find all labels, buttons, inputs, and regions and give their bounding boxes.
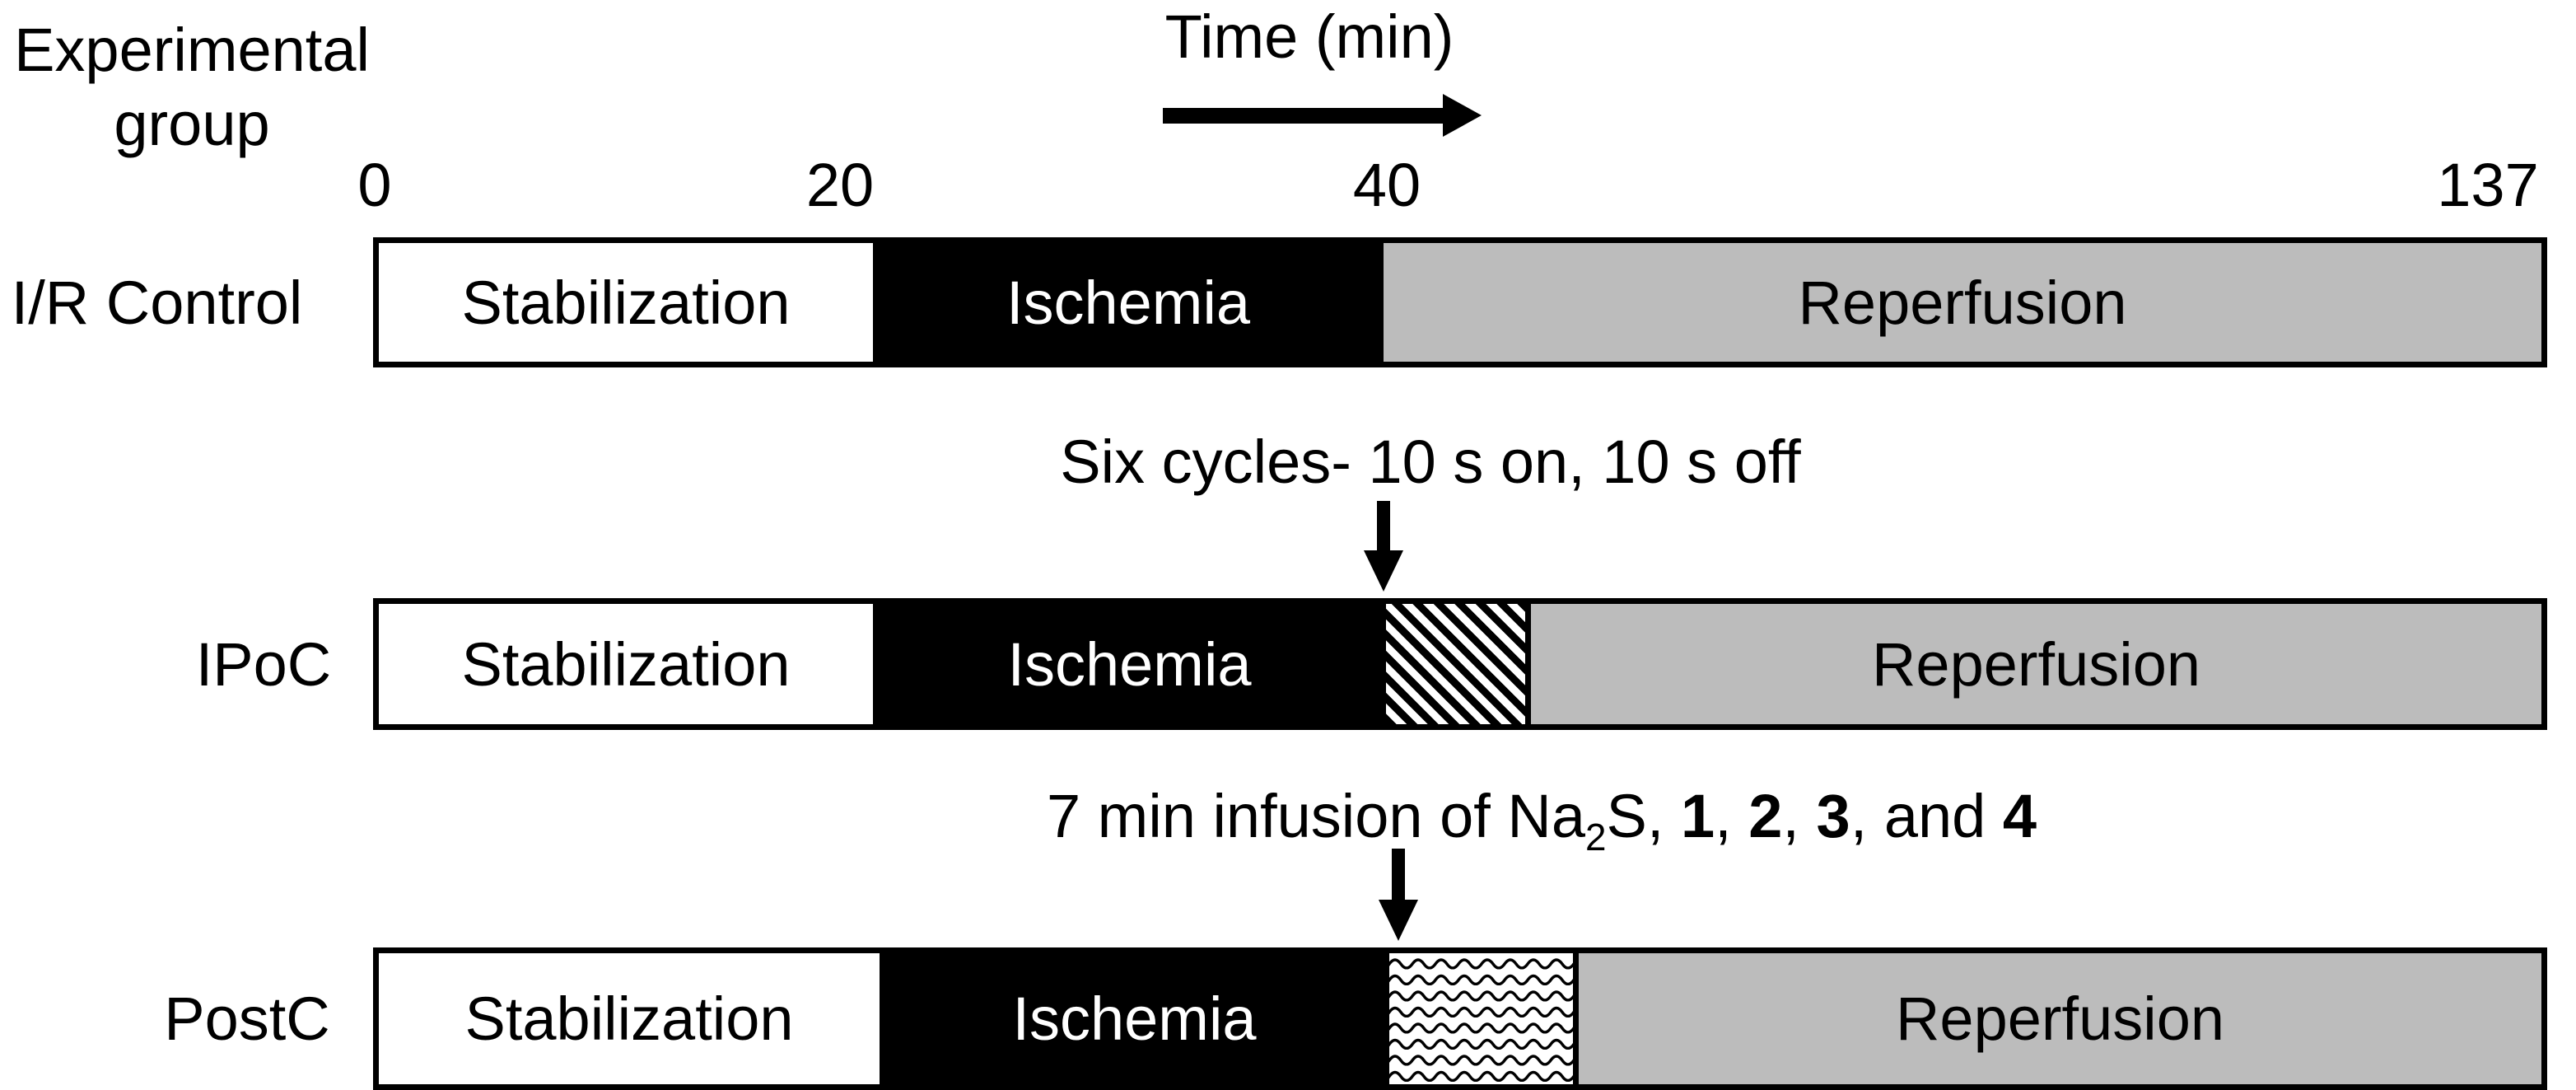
time-axis-title: Time (min) bbox=[1164, 2, 1454, 71]
subscript-2: 2 bbox=[1584, 815, 1607, 858]
segment-reperfusion: Reperfusion bbox=[1525, 604, 2541, 724]
segment-label: Reperfusion bbox=[1895, 985, 2224, 1053]
segment-label: Ischemia bbox=[1006, 268, 1251, 337]
ipoc-annotation-arrow bbox=[1377, 501, 1390, 550]
down-arrowhead-icon bbox=[1364, 550, 1403, 592]
segment-ischemia: Ischemia bbox=[873, 604, 1386, 724]
ipoc-annotation: Six cycles- 10 s on, 10 s off bbox=[1060, 428, 1801, 496]
annotation-text: , bbox=[1782, 782, 1817, 850]
annotation-text: S, bbox=[1606, 782, 1681, 850]
segment-postc-infusion-wavy bbox=[1389, 953, 1573, 1084]
segment-ischemia: Ischemia bbox=[880, 953, 1389, 1084]
segment-stabilization: Stabilization bbox=[379, 243, 873, 362]
segment-label: Stabilization bbox=[464, 985, 794, 1053]
postc-annotation-arrow bbox=[1392, 849, 1405, 900]
compound-4: 4 bbox=[2002, 782, 2037, 850]
segment-ipoc-cycles-hatched bbox=[1386, 604, 1525, 724]
time-tick-0: 0 bbox=[357, 151, 392, 219]
time-axis-arrow bbox=[1163, 108, 1447, 124]
experimental-group-column-header: Experimental group bbox=[7, 13, 377, 161]
annotation-text: , bbox=[1715, 782, 1749, 850]
annotation-text: 7 min infusion of Na bbox=[1046, 782, 1585, 850]
right-arrowhead-icon bbox=[1443, 94, 1482, 137]
segment-stabilization: Stabilization bbox=[379, 953, 880, 1084]
compound-2: 2 bbox=[1748, 782, 1783, 850]
compound-1: 1 bbox=[1680, 782, 1715, 850]
group-label-ir-control: I/R Control bbox=[11, 268, 303, 337]
timeline-bar-ir-control: Stabilization Ischemia Reperfusion bbox=[373, 237, 2547, 367]
segment-label: Reperfusion bbox=[1871, 629, 2200, 699]
segment-label: Reperfusion bbox=[1798, 268, 2127, 337]
group-label-postc: PostC bbox=[164, 985, 330, 1053]
segment-label: Stabilization bbox=[461, 629, 791, 699]
segment-label: Ischemia bbox=[1007, 629, 1252, 699]
segment-ischemia: Ischemia bbox=[873, 243, 1384, 362]
down-arrowhead-icon bbox=[1379, 900, 1418, 941]
timeline-bar-postc: Stabilization Ischemia Reperfusion bbox=[373, 947, 2547, 1090]
time-tick-20: 20 bbox=[805, 151, 875, 219]
segment-label: Ischemia bbox=[1012, 985, 1257, 1053]
segment-stabilization: Stabilization bbox=[379, 604, 873, 724]
annotation-text: , and bbox=[1850, 782, 2003, 850]
segment-reperfusion: Reperfusion bbox=[1384, 243, 2541, 362]
column-header-line2: group bbox=[114, 90, 270, 158]
time-tick-40: 40 bbox=[1352, 151, 1421, 219]
column-header-line1: Experimental bbox=[14, 16, 370, 84]
time-tick-137: 137 bbox=[2437, 151, 2539, 219]
segment-label: Stabilization bbox=[461, 268, 791, 337]
group-label-ipoc: IPoC bbox=[195, 629, 332, 699]
compound-3: 3 bbox=[1816, 782, 1850, 850]
timeline-bar-ipoc: Stabilization Ischemia Reperfusion bbox=[373, 598, 2547, 730]
postc-annotation: 7 min infusion of Na2S, 1, 2, 3, and 4 bbox=[1006, 781, 2077, 856]
segment-reperfusion: Reperfusion bbox=[1573, 953, 2541, 1084]
